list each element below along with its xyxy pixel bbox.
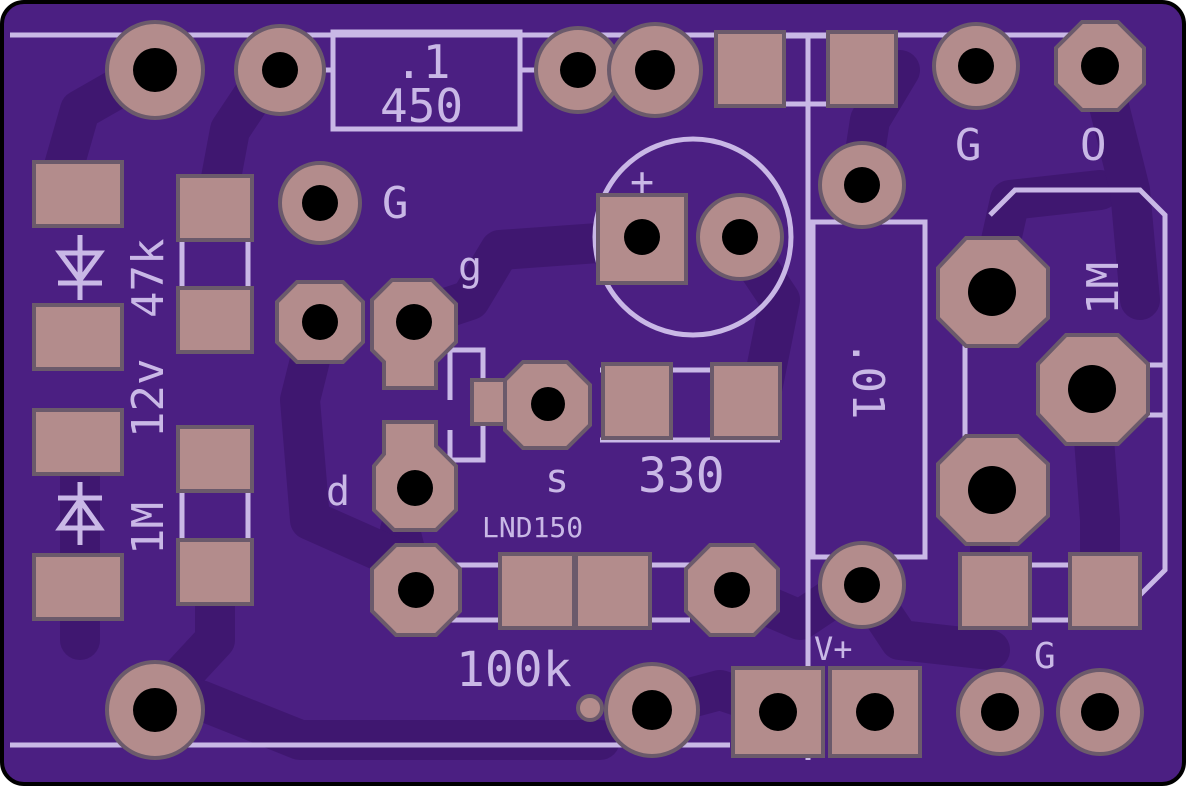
drill-hole: [1081, 47, 1119, 85]
drill-hole: [1068, 365, 1116, 413]
drill-hole: [759, 693, 797, 731]
drill-hole: [262, 52, 298, 88]
label-res-1m-left: 1M: [123, 502, 174, 555]
smd-pad: [32, 408, 124, 476]
smd-pad: [176, 174, 254, 242]
smd-pad: [1068, 552, 1142, 630]
drill-hole: [133, 48, 177, 92]
label-res-1m-right: 1M: [1078, 262, 1129, 315]
drill-hole: [133, 688, 177, 732]
label-cap-01: .01: [842, 340, 893, 419]
label-res-top: 450: [380, 79, 463, 133]
drill-hole: [844, 567, 880, 603]
label-ground-bottom: G: [1034, 636, 1056, 677]
smd-pads: [32, 30, 1142, 630]
drill-hole: [844, 167, 880, 203]
smd-pad: [32, 553, 124, 621]
smd-pad: [601, 362, 673, 440]
drill-hole: [632, 690, 672, 730]
label-output-top-right: O: [1080, 120, 1107, 171]
drill-hole: [635, 50, 675, 90]
drill-hole: [968, 466, 1016, 514]
drill-hole: [958, 48, 994, 84]
smd-pad: [176, 425, 254, 493]
label-ground-mid: G: [382, 178, 409, 229]
round-pad: [576, 694, 604, 722]
smd-pad: [958, 552, 1032, 630]
drill-hole: [396, 304, 432, 340]
smd-pad: [176, 538, 254, 606]
drill-hole: [398, 572, 434, 608]
label-cap-top: .1: [395, 35, 450, 89]
drill-holes: [133, 47, 1119, 732]
label-plus: +: [630, 159, 654, 205]
label-part-lnd150: LND150: [482, 511, 583, 544]
label-res-47k: 47k: [123, 239, 174, 318]
drill-hole: [624, 219, 660, 255]
drill-hole: [1081, 693, 1119, 731]
smd-pad: [32, 160, 124, 228]
label-source: s: [545, 456, 569, 502]
drill-hole: [981, 693, 1019, 731]
label-drain: d: [326, 469, 350, 515]
drill-hole: [714, 572, 750, 608]
label-gate: g: [458, 244, 482, 290]
smd-pad: [714, 30, 786, 108]
drill-hole: [302, 185, 338, 221]
label-zener-12v: 12v: [123, 359, 174, 438]
label-res-100k: 100k: [456, 642, 572, 698]
drill-hole: [531, 387, 565, 421]
smd-pad: [710, 362, 782, 440]
drill-hole: [722, 219, 758, 255]
drill-hole: [968, 268, 1016, 316]
smd-pad: [32, 303, 124, 371]
drill-hole: [397, 470, 433, 506]
label-res-330: 330: [638, 448, 725, 504]
drill-hole: [560, 52, 596, 88]
smd-pad: [574, 552, 652, 630]
smd-pad: [826, 30, 898, 108]
label-ground-top-right: G: [955, 120, 982, 171]
smd-pad: [498, 552, 576, 630]
label-vplus: V+: [814, 630, 853, 668]
smd-pad: [176, 286, 254, 354]
drill-hole: [302, 304, 338, 340]
drill-hole: [856, 693, 894, 731]
square-pad: [828, 666, 922, 758]
